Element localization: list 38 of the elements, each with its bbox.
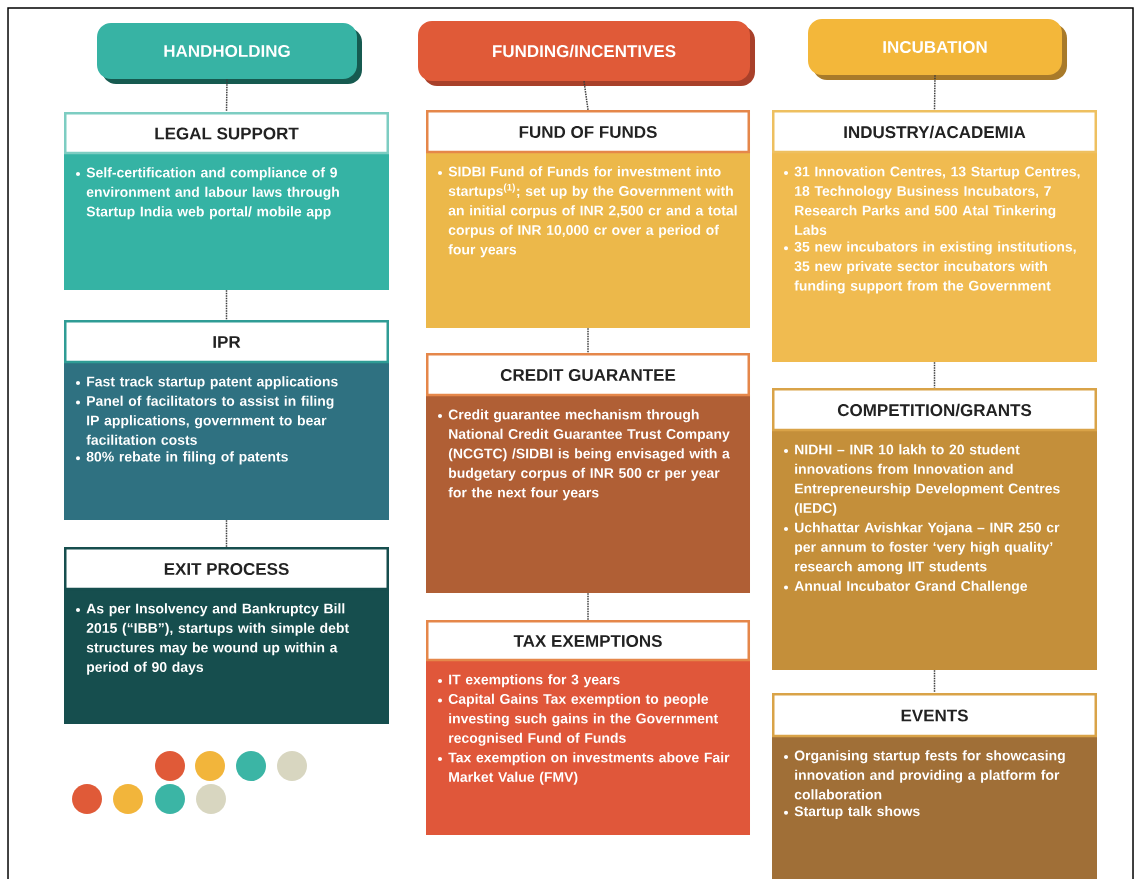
connector-line bbox=[225, 78, 228, 113]
connector-line bbox=[933, 74, 936, 111]
bullet-text: Annual Incubator Grand Challenge bbox=[794, 580, 1028, 594]
bullet-text: Panel of facilitators to assist in filing IP applications, government to bear facilitation costs bbox=[86, 395, 334, 445]
category-pill: FUNDING/INCENTIVES bbox=[418, 21, 755, 86]
bullet-text: 35 new incubators in existing institutions, 35 new private sector incubators with funding support from the Government bbox=[794, 241, 1076, 294]
bullet-text: Fast track startup patent applications bbox=[87, 376, 338, 390]
bullet-text: Credit guarantee mechanism through National Credit Guarantee Trust Company (NCGTC) /SIDBI is being envisaged with a budgetary corpus of INR 500 cr per year for the next four years bbox=[448, 409, 730, 501]
connector-line bbox=[587, 327, 589, 354]
node-label: EVENTS bbox=[901, 709, 968, 722]
node-label: CREDIT GUARANTEE bbox=[500, 368, 676, 382]
bullet-text: 80% rebate in filing of patents bbox=[86, 451, 288, 465]
connector-line bbox=[583, 80, 589, 111]
bullet-text: As per Insolvency and Bankruptcy Bill 2015 (“IBB”), startups with simple debt structures may be wound up within a period of 90 days bbox=[86, 603, 349, 675]
node-label: LEGAL SUPPORT bbox=[155, 127, 299, 140]
node-label: COMPETITION/GRANTS bbox=[837, 403, 1032, 417]
bullet-text: NIDHI – INR 10 lakh to 20 student innovations from Innovation and Entrepreneurship Development Centres (IEDC) bbox=[794, 444, 1060, 516]
bullet-text: 31 Innovation Centres, 13 Startup Centres, 18 Technology Business Incubators, 7 Research Parks and 500 Atal Tinkering Labs bbox=[794, 166, 1080, 235]
connector-line bbox=[933, 669, 936, 694]
connector-line bbox=[587, 592, 589, 621]
connector-line bbox=[225, 289, 228, 321]
node-label: EXIT PROCESS bbox=[164, 562, 289, 576]
bullet-text: Tax exemption on investments above Fair Market Value (FMV) bbox=[448, 752, 730, 785]
node-label: IPR bbox=[213, 336, 241, 348]
bullet-text: Startup talk shows bbox=[794, 805, 920, 819]
bullet-text: Self-certification and compliance of 9 environment and labour laws through Startup India web portal/ mobile app bbox=[86, 167, 339, 220]
bullet-text: Uchhattar Avishkar Yojana – INR 250 cr per annum to foster ‘very high quality’ research among IIT students bbox=[795, 522, 1060, 575]
bullet-text: SIDBI Fund of Funds for investment into startups$^{(1)}$; set up by the Government with an initial corpus of INR 2,500 cr and a total corpus of INR 10,000 cr over a period of four years bbox=[448, 166, 737, 258]
node-label: INDUSTRY/ACADEMIA bbox=[844, 125, 1026, 139]
category-pill: INCUBATION bbox=[808, 19, 1067, 80]
node-label: TAX EXEMPTIONS bbox=[513, 634, 662, 648]
node-label: FUND OF FUNDS bbox=[519, 125, 657, 139]
connector-line bbox=[225, 519, 228, 548]
bullet-text: Capital Gains Tax exemption to people investing such gains in the Government recognised Fund of Funds bbox=[448, 693, 718, 746]
bullet-text: Organising startup fests for showcasing innovation and providing a platform for collaboration bbox=[794, 750, 1065, 800]
connector-line bbox=[933, 361, 936, 389]
category-pill: HANDHOLDING bbox=[97, 23, 362, 84]
bullet-text: IT exemptions for 3 years bbox=[449, 674, 620, 688]
